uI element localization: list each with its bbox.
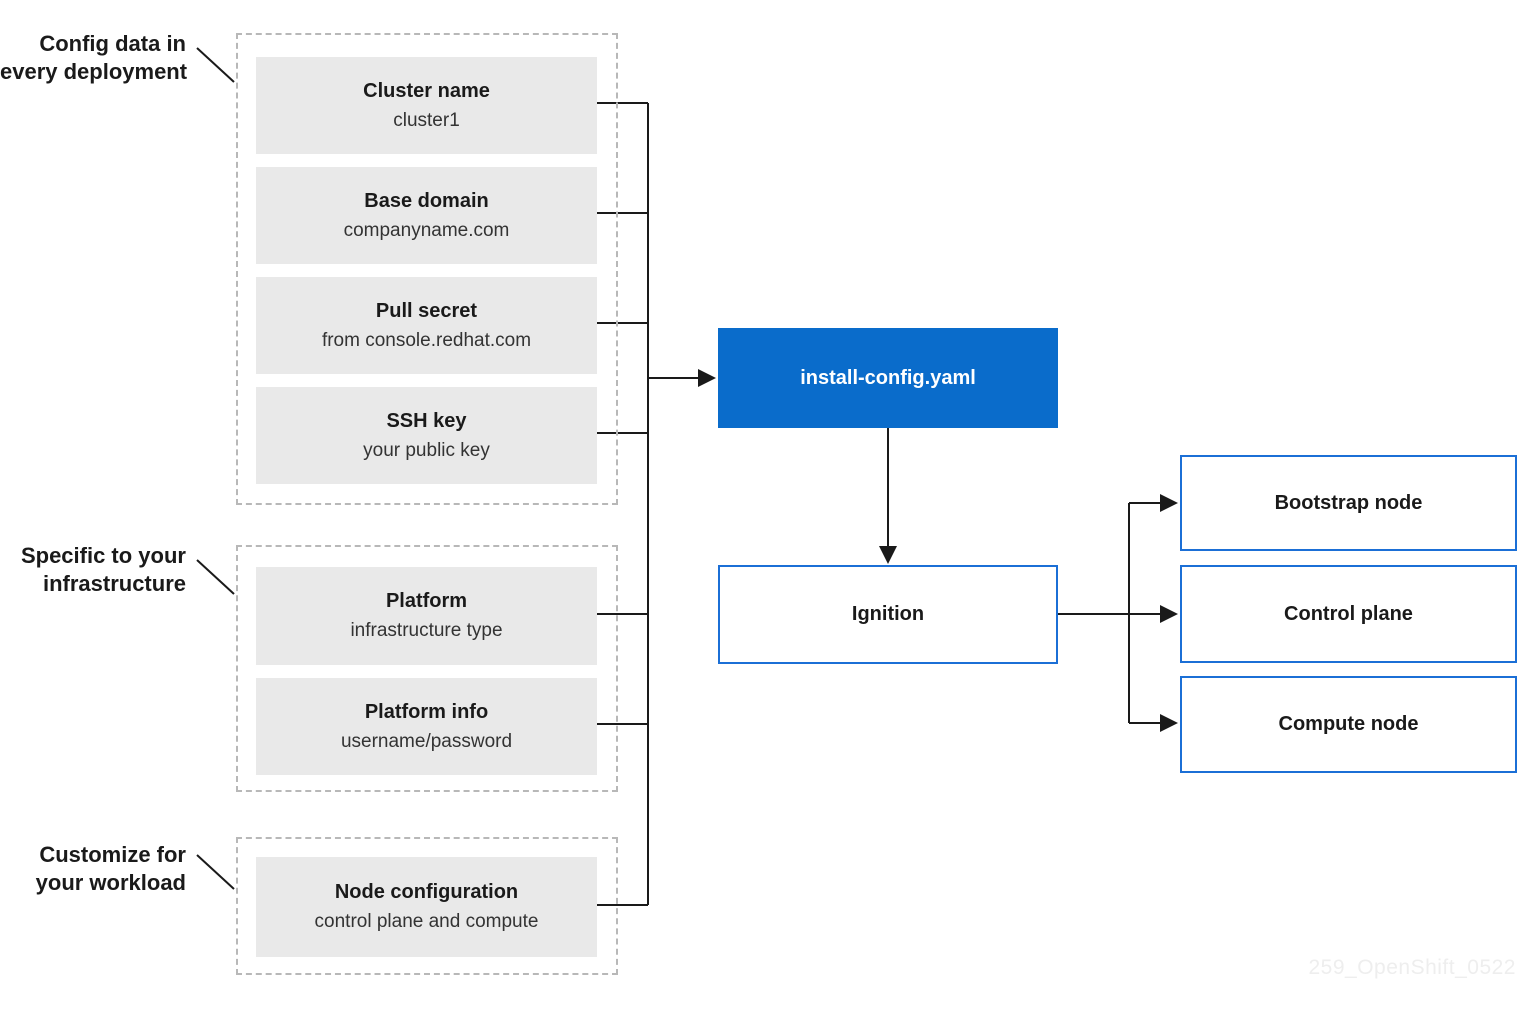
annotation-line: infrastructure [42, 571, 186, 596]
item-title: Cluster name [363, 79, 490, 102]
control-plane-label: Control plane [1284, 602, 1413, 625]
group-every-deployment: Cluster name cluster1 Base domain compan… [236, 33, 618, 505]
item-subtitle: username/password [340, 730, 513, 752]
item-title: Pull secret [375, 299, 478, 322]
compute-node-box: Compute node [1180, 676, 1517, 773]
item-subtitle: companyname.com [343, 219, 510, 241]
item-pull-secret: Pull secret from console.redhat.com [256, 277, 597, 374]
item-subtitle: cluster1 [393, 109, 460, 131]
item-subtitle: control plane and compute [314, 911, 539, 932]
item-title: Node configuration [334, 881, 519, 903]
install-config-yaml-label: install-config.yaml [800, 366, 976, 389]
annotation-specific-infra: Specific to your infrastructure [0, 542, 186, 598]
bootstrap-node-box: Bootstrap node [1180, 455, 1517, 551]
item-subtitle: your public key [363, 439, 490, 461]
compute-node-label: Compute node [1278, 713, 1419, 735]
item-title: Platform info [364, 700, 489, 723]
annotation-pointer-lines [196, 47, 235, 890]
group-infrastructure: Platform infrastructure type Platform in… [236, 545, 618, 792]
annotation-line: every deployment [0, 59, 188, 84]
annotation-line: Config data in [39, 31, 186, 56]
item-node-configuration: Node configuration control plane and com… [256, 857, 597, 957]
item-cluster-name: Cluster name cluster1 [256, 57, 597, 154]
item-subtitle: from console.redhat.com [321, 329, 532, 351]
item-title: SSH key [386, 409, 467, 432]
item-base-domain: Base domain companyname.com [256, 167, 597, 264]
watermark-text: 259_OpenShift_0522 [1308, 956, 1516, 979]
annotation-line: your workload [35, 870, 186, 895]
annotation-line: Specific to your [20, 543, 186, 568]
item-title: Platform [385, 590, 468, 612]
ignition-box: Ignition [718, 565, 1058, 664]
install-config-yaml-box: install-config.yaml [718, 328, 1058, 428]
annotation-config-data: Config data in every deployment [0, 30, 188, 86]
item-ssh-key: SSH key your public key [256, 387, 597, 484]
group-workload: Node configuration control plane and com… [236, 837, 618, 975]
annotation-customize: Customize for your workload [0, 841, 186, 897]
bootstrap-node-label: Bootstrap node [1274, 491, 1423, 514]
item-platform: Platform infrastructure type [256, 567, 597, 665]
item-platform-info: Platform info username/password [256, 678, 597, 775]
annotation-line: Customize for [39, 842, 186, 867]
control-plane-box: Control plane [1180, 565, 1517, 663]
item-subtitle: infrastructure type [350, 620, 503, 641]
item-title: Base domain [364, 189, 489, 212]
ignition-label: Ignition [851, 603, 925, 625]
